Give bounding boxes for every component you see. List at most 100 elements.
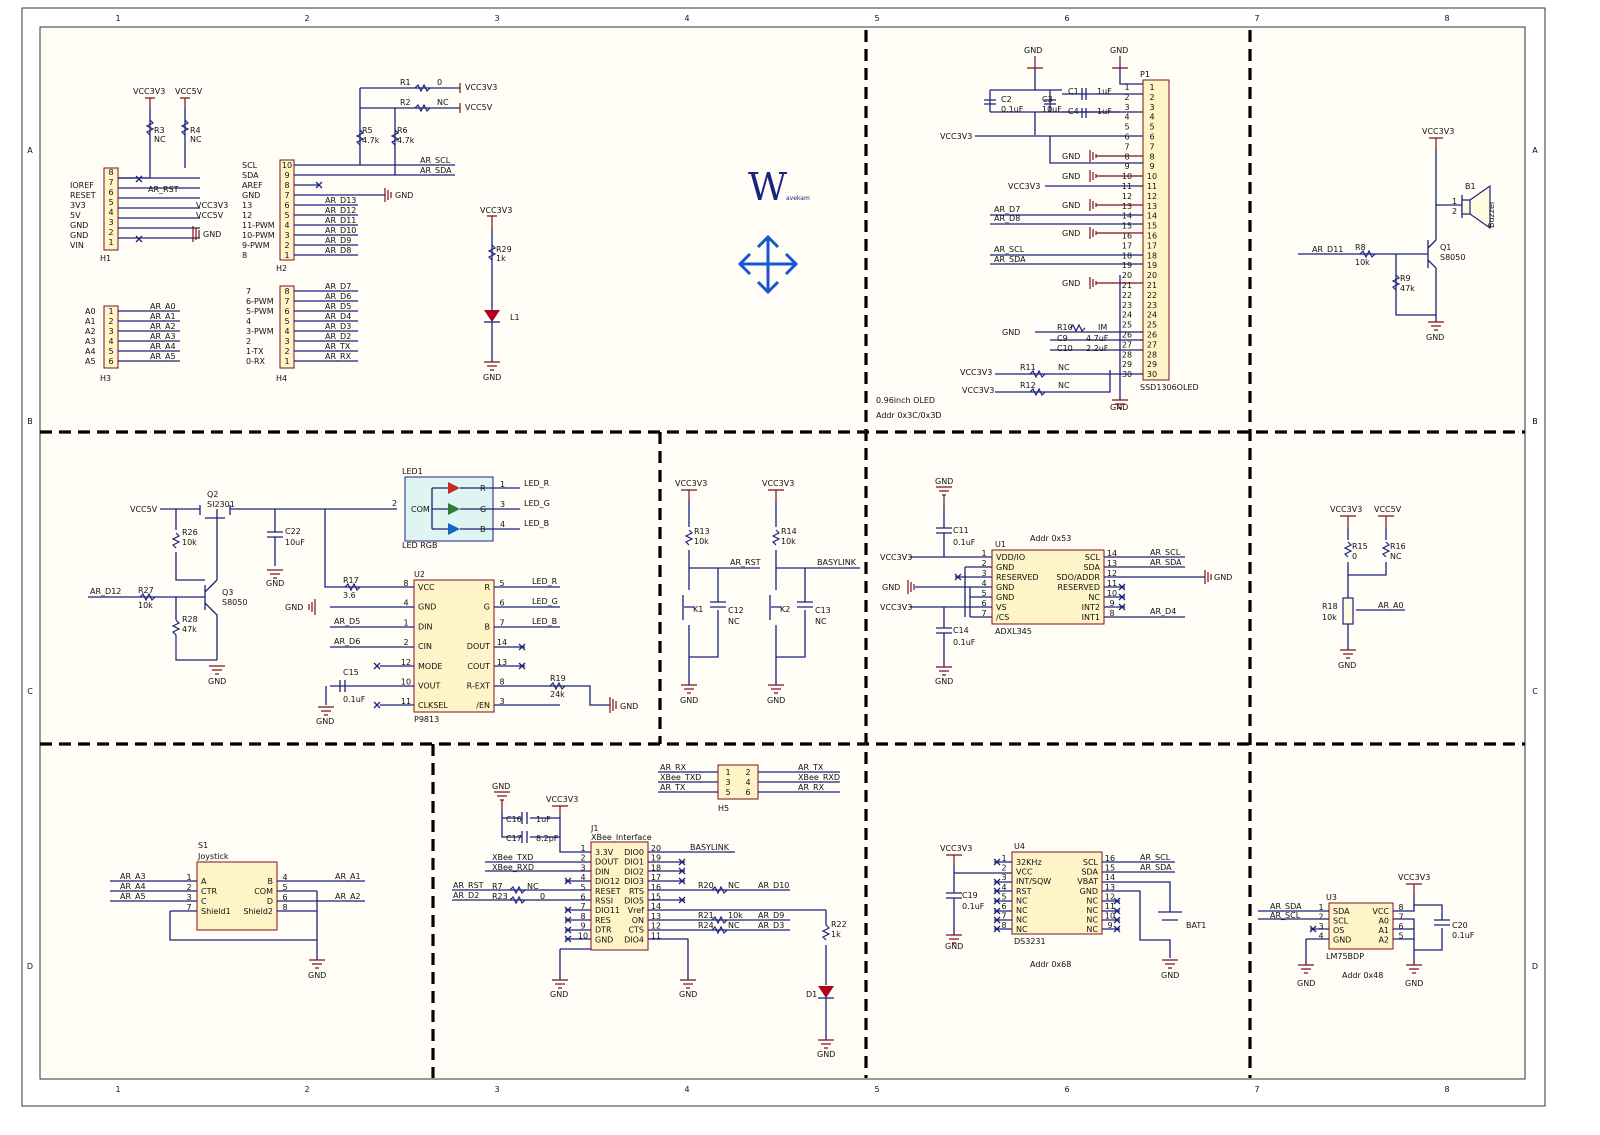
u2-net-d5: AR_D5	[334, 617, 360, 626]
joy-left-label-0: A	[201, 877, 207, 886]
oled-vcc-2: VCC3V3	[1008, 182, 1040, 191]
r19-ref: R19	[550, 674, 566, 683]
u3-gnd-left: GND	[1297, 979, 1315, 988]
r17-value: 3.6	[343, 591, 356, 600]
r26-value: 10k	[182, 538, 197, 547]
adxl-left-label-1: GND	[996, 563, 1014, 572]
led1-letter-b: B	[480, 525, 486, 534]
h1-net-gnd: GND	[203, 230, 221, 239]
xbee-left-pin-7: 8	[580, 912, 585, 921]
oled-vcc-3: VCC3V3	[960, 368, 992, 377]
joy-gnd: GND	[308, 971, 326, 980]
c1-ref: C1	[1068, 87, 1079, 96]
u2-net-led-r: LED_R	[532, 577, 558, 586]
h2-pin-labels: 10987654321SCLSDAAREFGND131211-PWM10-PWM…	[242, 161, 292, 260]
r21-value: 10k	[728, 911, 743, 920]
oled-gnd-label-0: GND	[1062, 152, 1080, 161]
r29-value: 1k	[496, 254, 506, 263]
adxl-left-pin-4: 5	[981, 589, 986, 598]
h2-net-4: AR_D12	[325, 206, 356, 215]
h5-pin-2: 3	[725, 778, 730, 787]
rgb-gnd-q3: GND	[208, 677, 226, 686]
h2-label-9: 8	[242, 251, 247, 260]
u2-net-led-b: LED_B	[532, 617, 557, 626]
joy-net-a5: AR_A5	[120, 892, 146, 901]
rgb-gnd-c22: GND	[266, 579, 284, 588]
temp-right-label-0: VCC	[1372, 907, 1389, 916]
xbee-right-label-3: DIO3	[624, 877, 644, 886]
u1-vcc-1: VCC3V3	[880, 553, 912, 562]
temp-left-pin-0: 1	[1318, 903, 1323, 912]
pot-body	[1342, 597, 1354, 625]
grid-col-bottom-7: 7	[1254, 1085, 1259, 1094]
k1-gnd: GND	[680, 696, 698, 705]
xbee-left-pin-4: 5	[580, 883, 585, 892]
r14-ref: R14	[781, 527, 797, 536]
led1-ref: LED1	[402, 467, 423, 476]
u1-vcc-2: VCC3V3	[880, 603, 912, 612]
rtc-right-pin-4: 12	[1105, 892, 1115, 901]
joy-left-pin-1: 2	[186, 883, 191, 892]
u2-right-pin-2: 7	[499, 618, 504, 627]
s1-name: Joystick	[197, 852, 229, 861]
h4-label-4: 3-PWM	[246, 327, 274, 336]
r15-ref: R15	[1352, 542, 1368, 551]
adxl-gnd-bottom: GND	[935, 677, 953, 686]
h2-pin-8: 2	[284, 241, 289, 250]
r12-value: NC	[1058, 381, 1070, 390]
h3-net-4: AR_A4	[150, 342, 176, 351]
rtc-left-label-4: NC	[1016, 896, 1028, 905]
h4-header-body	[279, 285, 295, 369]
r24-ref: R24	[698, 921, 714, 930]
adxl-left-pin-5: 6	[981, 599, 986, 608]
r19-value: 24k	[550, 690, 565, 699]
r4-ref: R4	[190, 126, 201, 135]
r18-value: 10k	[1322, 613, 1337, 622]
k2-gnd: GND	[767, 696, 785, 705]
d1-gnd: GND	[817, 1050, 835, 1059]
adxl-right-pin-5: 9	[1109, 599, 1114, 608]
h2-label-8: 9-PWM	[242, 241, 270, 250]
h4-net-5: AR_D2	[325, 332, 351, 341]
h2-label-5: 12	[242, 211, 252, 220]
h3-label-0: A0	[85, 307, 96, 316]
xbee-vcc: VCC3V3	[546, 795, 578, 804]
r29-ref: R29	[496, 245, 512, 254]
led1-net-b: LED_B	[524, 519, 549, 528]
buzzer-pin2: 2	[1452, 207, 1457, 216]
oled-pin-left-16: 17	[1122, 241, 1132, 250]
r15-value: 0	[1352, 552, 1357, 561]
j1-name: XBee_Interface	[591, 833, 652, 842]
potentiometer-section: VCC3V3 VCC5V R15 0 R16 NC R18 10k AR_A0 …	[1322, 505, 1406, 670]
adxl-right-pin-6: 8	[1109, 609, 1114, 618]
h2-net-gnd: GND	[395, 191, 413, 200]
xbee-gnd-right: GND	[679, 990, 697, 999]
oled-pin-left-7: 8	[1124, 152, 1129, 161]
oled-pin-right-3: 4	[1149, 113, 1154, 122]
r10-value: IM	[1098, 323, 1107, 332]
led1-com-pin: 2	[392, 499, 397, 508]
led1-net-r: LED_R	[524, 479, 550, 488]
xbee-right-pin-6: 14	[651, 902, 661, 911]
h5-pin-3: 4	[745, 778, 750, 787]
r2-net: VCC5V	[465, 103, 493, 112]
u2-left-label-1: GND	[418, 603, 436, 612]
r18-ref: R18	[1322, 602, 1338, 611]
xbee-section: J1 XBee_Interface 3.3V1DOUT2DIN3DIO124RE…	[452, 782, 847, 1059]
oled-gnd-bottom: GND	[1110, 403, 1128, 412]
oled-pin-right-24: 25	[1147, 321, 1157, 330]
l1-led-icon	[484, 310, 500, 322]
grid-row-left-B: B	[27, 417, 33, 426]
u2-left-label-6: CLKSEL	[418, 701, 448, 710]
r23-value: 0	[540, 892, 545, 901]
oled-pin-left-20: 21	[1122, 281, 1132, 290]
rtc-left-label-7: NC	[1016, 925, 1028, 934]
adxl-right-label-0: SCL	[1085, 553, 1101, 562]
u3-net-scl: AR_SCL	[1270, 911, 1301, 920]
adxl-right-pin-1: 13	[1107, 559, 1117, 568]
